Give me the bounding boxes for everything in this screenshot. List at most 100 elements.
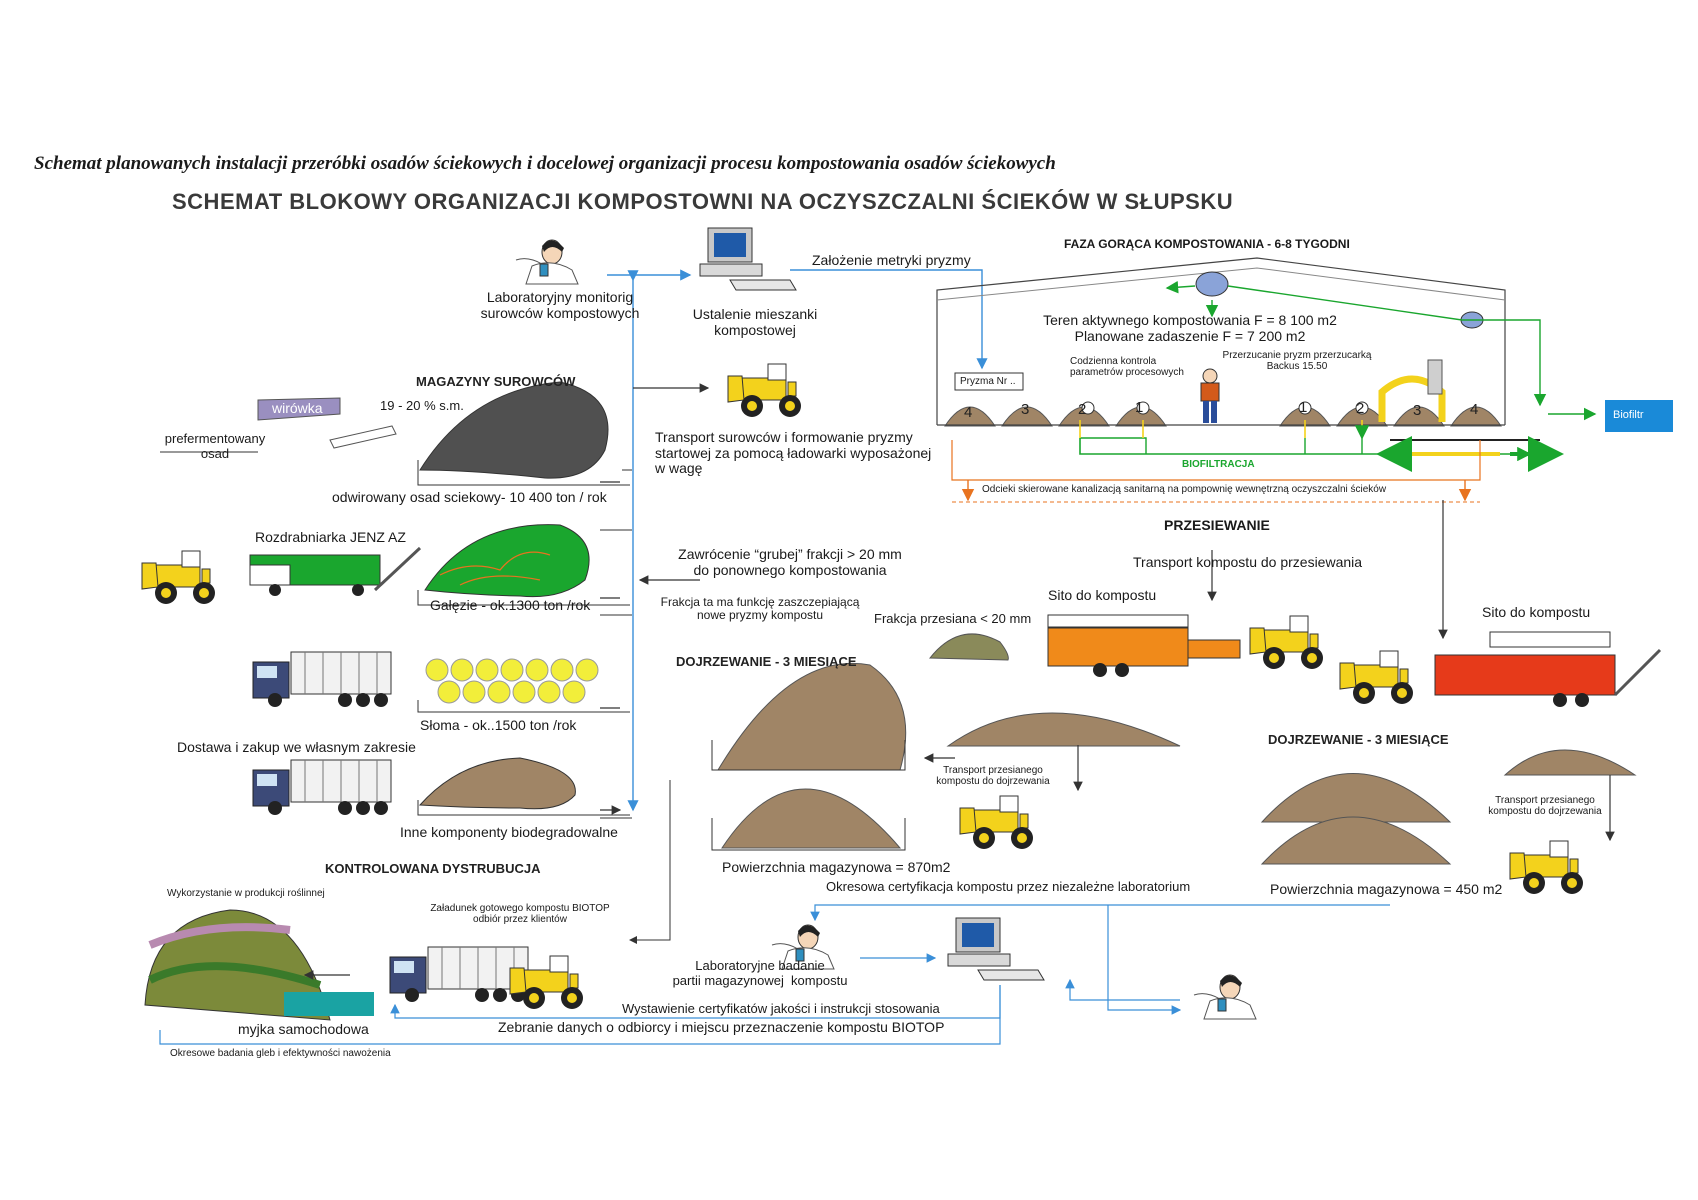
data-collection-label: Zebranie danych o odbiorcy i miejscu prz… — [498, 1019, 945, 1035]
computer-icon — [699, 227, 797, 291]
sieve-1-label: Sito do kompostu — [1048, 587, 1157, 603]
storage-bay-4 — [417, 800, 630, 816]
biofiltration-branch-left — [1080, 437, 1147, 454]
maturation-left-area-label: Powierzchnia magazynowa = 870m2 — [722, 859, 951, 875]
leachate-line — [951, 440, 1481, 481]
leachate-label: Odcieki skierowane kanalizacją sanitarną… — [982, 484, 1387, 495]
other-components-pile — [418, 757, 576, 810]
sensor-icon-2 — [1136, 401, 1150, 415]
loader-icon-sieve-1 — [1249, 615, 1324, 670]
biofilter-box — [1605, 400, 1673, 432]
shredder-label: Rozdrabniarka JENZ AZ — [255, 529, 406, 545]
mature-pile-upper — [717, 662, 907, 771]
sludge-label: odwirowany osad sciekowy- 10 400 ton / r… — [332, 489, 607, 505]
certification-line — [810, 904, 1390, 922]
arrow-to-distribution — [629, 780, 671, 944]
loader-icon-maturation-right — [1509, 840, 1584, 895]
field-sky — [148, 923, 291, 949]
pile-number-6: 2 — [1356, 400, 1365, 417]
truck-icon-other — [252, 759, 392, 816]
branches-label: Gałęzie - ok.1300 ton /rok — [430, 597, 591, 613]
loading-label: Załadunek gotowego kompostu BIOTOP odbió… — [430, 903, 610, 926]
centrifuge-label: wirówka — [272, 400, 323, 416]
turning-label: Przerzucanie pryzm przerzucarką Backus 1… — [1222, 350, 1372, 373]
certificates-label: Wystawienie certyfikatów jakości i instr… — [622, 1001, 940, 1016]
certification-label: Okresowa certyfikacja kompostu przez nie… — [826, 879, 1191, 894]
car-wash-label: myjka samochodowa — [238, 1021, 369, 1037]
hot-phase-title: FAZA GORĄCA KOMPOSTOWANIA - 6-8 TYGODNI — [1064, 237, 1350, 251]
air-intake-arrows — [1079, 420, 1362, 438]
screening-title: PRZESIEWANIE — [1164, 517, 1270, 533]
sludge-pile — [419, 381, 609, 479]
storage-bay-2 — [417, 590, 630, 606]
screened-fraction-pile — [928, 633, 1009, 661]
arrow-lab3-to-computer — [1065, 978, 1180, 1001]
biofilter-label: Biofiltr — [1613, 409, 1644, 421]
biofiltration-label: BIOFILTRACJA — [1182, 459, 1255, 470]
transport-loader-label: Transport surowców i formowanie pryzmy s… — [655, 429, 932, 477]
lab-technician-icon-3 — [1193, 974, 1257, 1020]
data-collection-line — [159, 985, 1001, 1045]
sieve-2-label: Sito do kompostu — [1482, 604, 1591, 620]
mature-pile-right-lower — [1260, 816, 1452, 865]
roof-area-label: Planowane zadaszenie F = 7 200 m2 — [1074, 328, 1306, 344]
pile-number-5: 1 — [1299, 399, 1308, 416]
delivery-label: Dostawa i zakup we własnym zakresie — [177, 739, 416, 755]
pile-number-7: 3 — [1413, 402, 1422, 419]
loader-icon-shredder — [141, 550, 216, 605]
pile-3-right — [1393, 406, 1445, 427]
conveyor — [329, 425, 397, 449]
branches-pile — [424, 524, 590, 598]
sensor-icon-1 — [1081, 401, 1095, 415]
branches-texture — [439, 551, 551, 586]
pile-number-1: 4 — [964, 404, 973, 421]
fan-icon — [1195, 271, 1229, 297]
windrow-number-box — [954, 372, 1024, 391]
computer-icon-2 — [947, 917, 1045, 981]
loader-icon-maturation-left — [959, 795, 1034, 850]
screening-transport-label: Transport kompostu do przesiewania — [1133, 554, 1363, 570]
car-wash-box — [284, 992, 374, 1016]
inoculant-label: Frakcja ta ma funkcję zaszczepiającą now… — [660, 595, 860, 623]
maturation-left-transport-label: Transport przesianego kompostu do dojrze… — [936, 765, 1050, 788]
dry-matter-label: 19 - 20 % s.m. — [380, 398, 464, 413]
lab-monitoring-label: Laboratoryjny monitorig surowców kompost… — [480, 289, 640, 321]
biofiltration-branch-right — [1304, 438, 1363, 454]
air-arrow-left — [1165, 280, 1196, 294]
other-components-label: Inne komponenty biodegradowalne — [400, 824, 618, 840]
pile-4-left — [944, 406, 996, 427]
sieve-1-conveyor — [1187, 639, 1241, 659]
worker-icon — [1200, 368, 1220, 423]
maturation-right-transport-label: Transport przesianego kompostu do dojrze… — [1488, 795, 1602, 818]
screened-fraction-label: Frakcja przesiana < 20 mm — [874, 611, 1032, 626]
distribution-title: KONTROLOWANA DYSTRUBUCJA — [325, 861, 541, 876]
daily-control-label: Codzienna kontrola parametrów procesowyc… — [1070, 356, 1184, 379]
hall-roof — [936, 257, 1506, 425]
pile-number-2: 3 — [1021, 401, 1030, 418]
storage-feed-arrows — [600, 481, 620, 810]
active-area-label: Teren aktywnego kompostowania F = 8 100 … — [1043, 312, 1337, 328]
subtitle: Schemat planowanych instalacji przeróbki… — [34, 153, 1056, 174]
pile-number-3: 2 — [1078, 401, 1087, 418]
sieve-2-chute — [1613, 648, 1662, 697]
truck-icon-straw — [252, 651, 392, 708]
centrifuge-box — [257, 397, 341, 421]
shredder-chute — [373, 546, 422, 592]
pile-number-8: 4 — [1470, 401, 1479, 418]
maturation-bays-left — [711, 740, 906, 851]
straw-label: Słoma - ok..1500 ton /rok — [420, 717, 577, 733]
screened-pile-right — [1503, 749, 1637, 776]
certification-lab-line — [1107, 905, 1182, 1015]
storage-bay-3 — [417, 700, 630, 713]
prefermented-label: prefermentowany osad — [164, 431, 266, 461]
sieve-2-drum — [1434, 654, 1616, 696]
screened-compost-pile — [946, 712, 1181, 747]
field-crop-rows — [148, 962, 322, 989]
coarse-return-label: Zawrócenie “grubej” frakcji > 20 mm do p… — [678, 546, 902, 578]
maturation-right-area-label: Powierzchnia magazynowa = 450 m2 — [1270, 881, 1503, 897]
maturation-right-title: DOJRZEWANIE - 3 MIESIĄCE — [1268, 732, 1449, 747]
straw-bales — [425, 658, 599, 704]
arrow-metric-to-windrow — [790, 269, 988, 370]
plant-production-label: Wykorzystanie w produkcji roślinnej — [167, 888, 325, 899]
page-title: SCHEMAT BLOKOWY ORGANIZACJI KOMPOSTOWNI … — [172, 189, 1234, 214]
